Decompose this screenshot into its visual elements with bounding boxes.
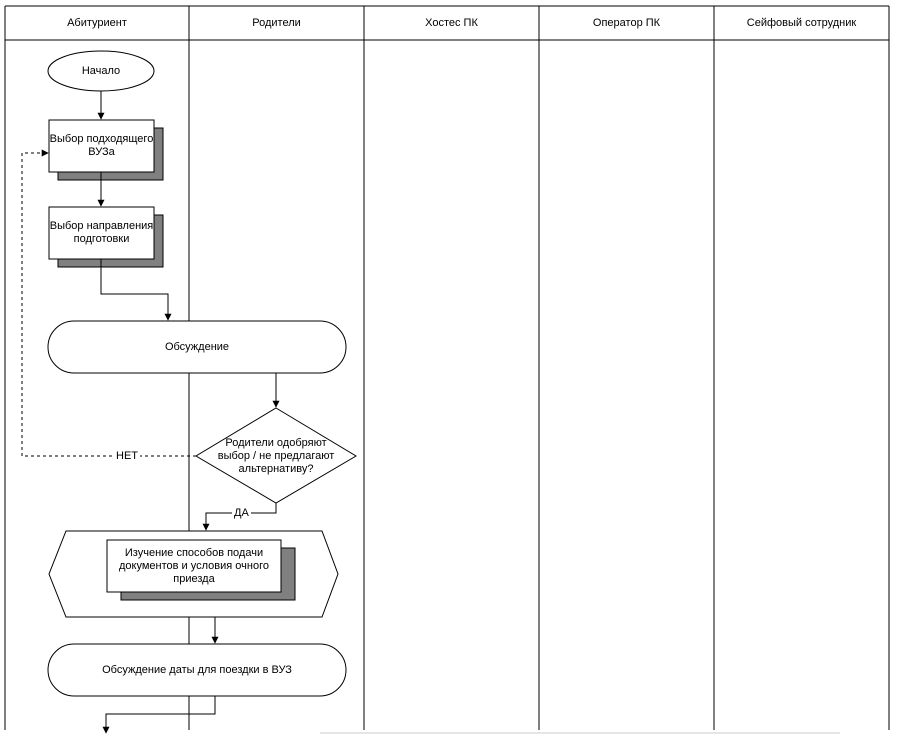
choose-program-label: Выбор направления подготовки xyxy=(49,220,154,245)
lane-title-applicant: Абитуриент xyxy=(67,17,127,29)
lane-title-operator: Оператор ПК xyxy=(592,17,661,29)
edge-date-to-next xyxy=(102,696,216,734)
edge-no-label: НЕТ xyxy=(114,450,140,462)
lane-title-hostess: Хостес ПК xyxy=(425,17,478,29)
discussion-label: Обсуждение xyxy=(164,340,230,353)
start-label: Начало xyxy=(81,64,121,77)
choose-program-box xyxy=(48,206,155,260)
pool-frame xyxy=(4,5,890,730)
lane-title-safe-staff: Сейфовый сотрудник xyxy=(746,17,857,29)
edge-yes-label: ДА xyxy=(232,507,251,519)
decision-label: Родители одобряют выбор / не предлагают … xyxy=(217,436,335,475)
choose-university-box xyxy=(48,119,155,173)
study-methods-box xyxy=(106,539,282,593)
edge-program-to-discussion xyxy=(100,259,172,321)
discuss-date-shape xyxy=(47,643,347,697)
discuss-date-label: Обсуждение даты для поездки в ВУЗ xyxy=(102,663,292,676)
choose-university-label: Выбор подходящего ВУЗа xyxy=(49,133,154,158)
edge-decision-no xyxy=(21,149,196,457)
discussion-shape xyxy=(47,320,347,374)
lane-title-parents: Родители xyxy=(252,17,301,29)
study-methods-label: Изучение способов подачи документов и ус… xyxy=(119,546,269,585)
